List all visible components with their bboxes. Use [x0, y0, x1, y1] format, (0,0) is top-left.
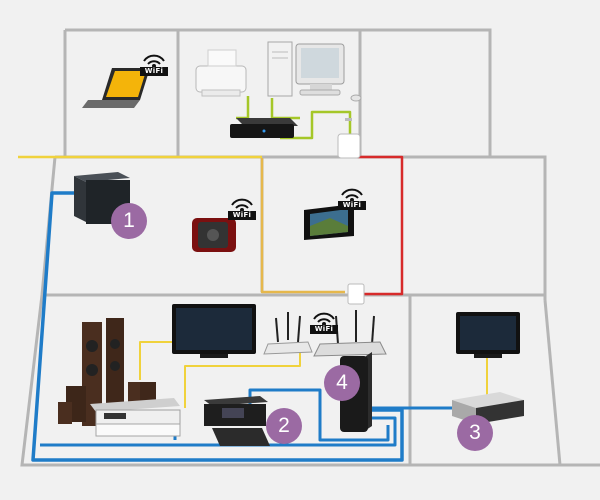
badge-4: 4	[324, 365, 360, 401]
wifi-badge-router: WiFi	[310, 310, 338, 334]
wifi-label: WiFi	[228, 211, 256, 220]
wifi-icon	[313, 312, 335, 326]
badge-2: 2	[266, 408, 302, 444]
wifi-access-point	[313, 283, 387, 357]
network-switch	[230, 118, 298, 138]
flat-screen-tv	[172, 304, 256, 358]
wifi-badge-radio: WiFi	[228, 196, 256, 220]
laptop	[82, 68, 150, 108]
speaker-set	[58, 318, 156, 426]
wifi-badge-laptop: WiFi	[140, 52, 168, 76]
cable-green-printer	[236, 96, 250, 120]
cable-green-switch	[280, 110, 352, 140]
keyboard	[212, 428, 270, 446]
av-receiver	[90, 398, 181, 437]
digital-photo-frame	[304, 204, 354, 240]
wifi-badge-photo-frame: WiFi	[338, 186, 366, 210]
crt-monitor	[295, 43, 362, 102]
media-center-pc	[204, 396, 268, 426]
cable-blue-main	[31, 191, 404, 462]
cable-orange	[260, 158, 345, 294]
wifi-icon	[231, 198, 253, 212]
cable-green-pc	[270, 98, 300, 120]
cable-yellow-router	[184, 352, 301, 408]
cable-blue-2	[40, 416, 397, 447]
wifi-label: WiFi	[310, 325, 338, 334]
wifi-label: WiFi	[140, 67, 168, 76]
wifi-label: WiFi	[338, 201, 366, 210]
badge-3: 3	[457, 415, 493, 451]
cables	[18, 96, 488, 462]
tv	[456, 312, 520, 358]
desktop-computer	[267, 41, 293, 97]
internet-radio	[192, 218, 236, 252]
printer	[195, 49, 247, 97]
wifi-router	[263, 312, 313, 355]
powerline-adapter	[337, 118, 361, 159]
cable-blue-pc	[248, 388, 390, 442]
wifi-icon	[341, 188, 363, 202]
cable-red	[350, 155, 404, 296]
wifi-icon	[143, 54, 165, 68]
badge-1: 1	[111, 203, 147, 239]
